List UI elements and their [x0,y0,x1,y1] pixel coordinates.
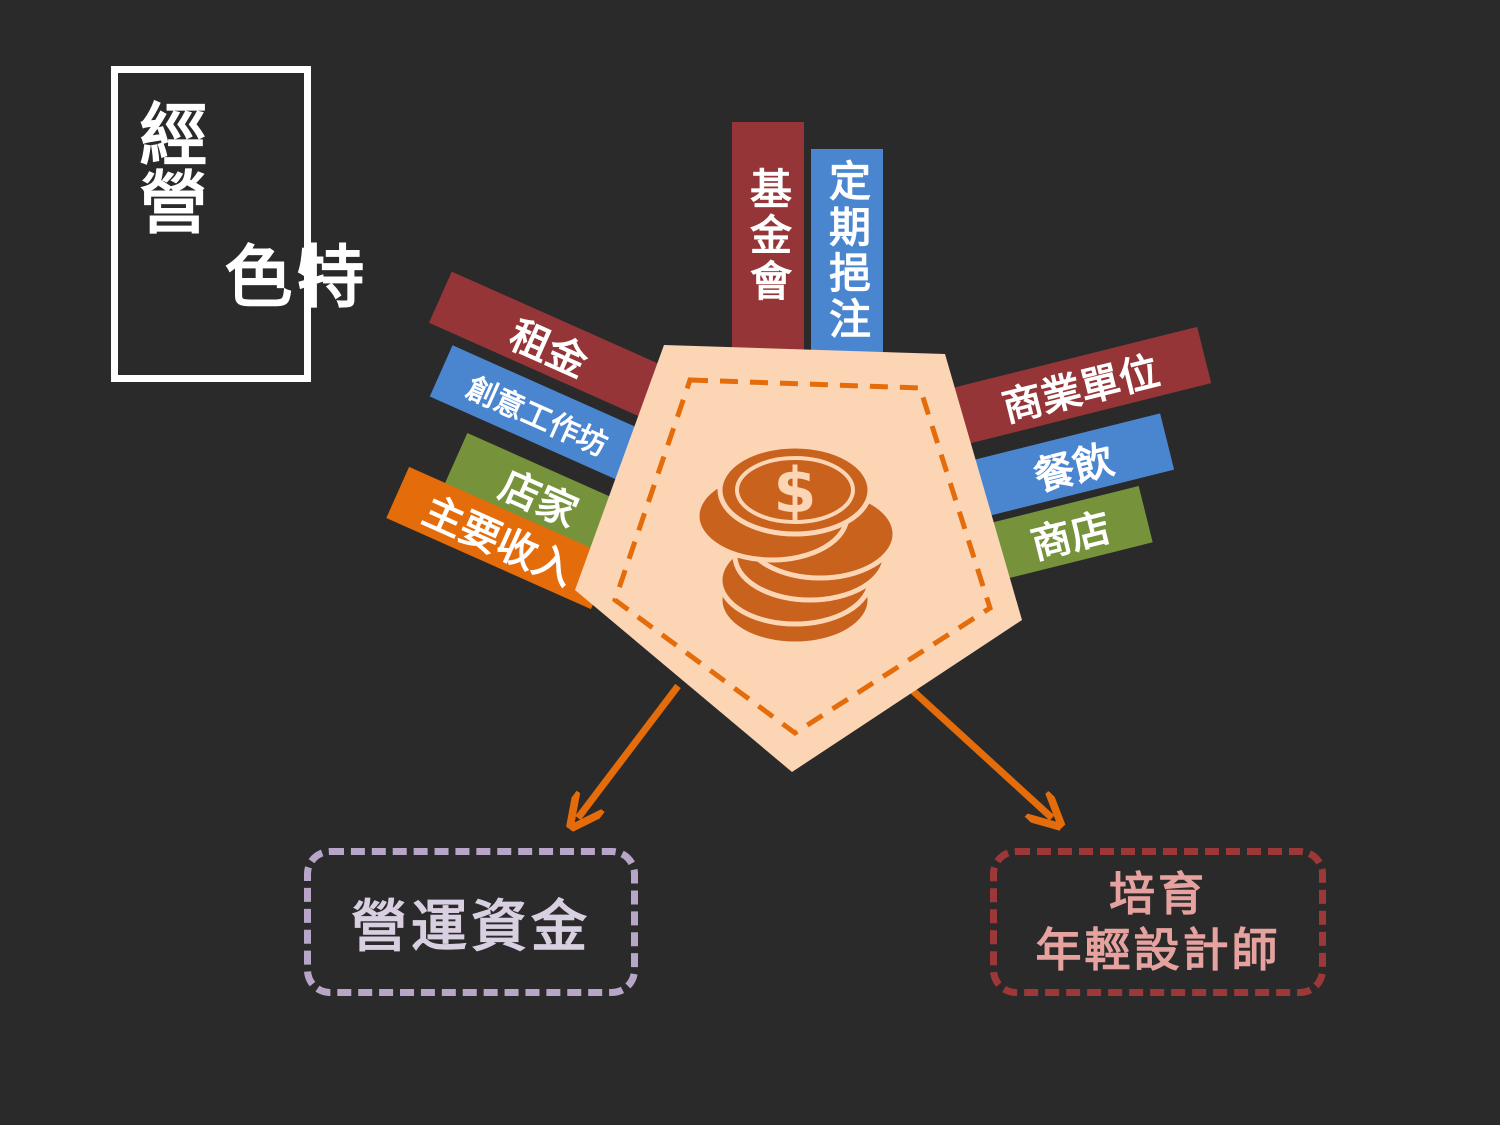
pentagon-dashed-outline [612,377,993,737]
svg-text:$: $ [773,454,816,527]
tag-foundation-label: 基金會 [743,167,793,305]
outcome-operating-funds: 營運資金 [304,848,638,996]
outcome-operating-funds-label: 營運資金 [351,894,591,960]
title-line-1: 經營 [127,99,206,235]
tag-regular-funding-label: 定期挹注 [822,159,872,343]
dollar-coin-stack-icon: $ [694,443,898,647]
outcome-young-designers: 培育 年輕設計師 [990,848,1326,996]
outcome-young-designers-line2: 年輕設計師 [1035,923,1281,977]
tag-regular-funding: 定期挹注 [811,149,883,353]
arrow-to-young-designers [909,687,1052,818]
tag-foundation: 基金會 [732,122,804,350]
arrow-to-operating-funds [578,683,681,818]
title-box: 經營 特色 [111,66,363,382]
outcome-young-designers-line1: 培育 [1109,867,1207,921]
title-line-2: 特色 [212,241,363,309]
